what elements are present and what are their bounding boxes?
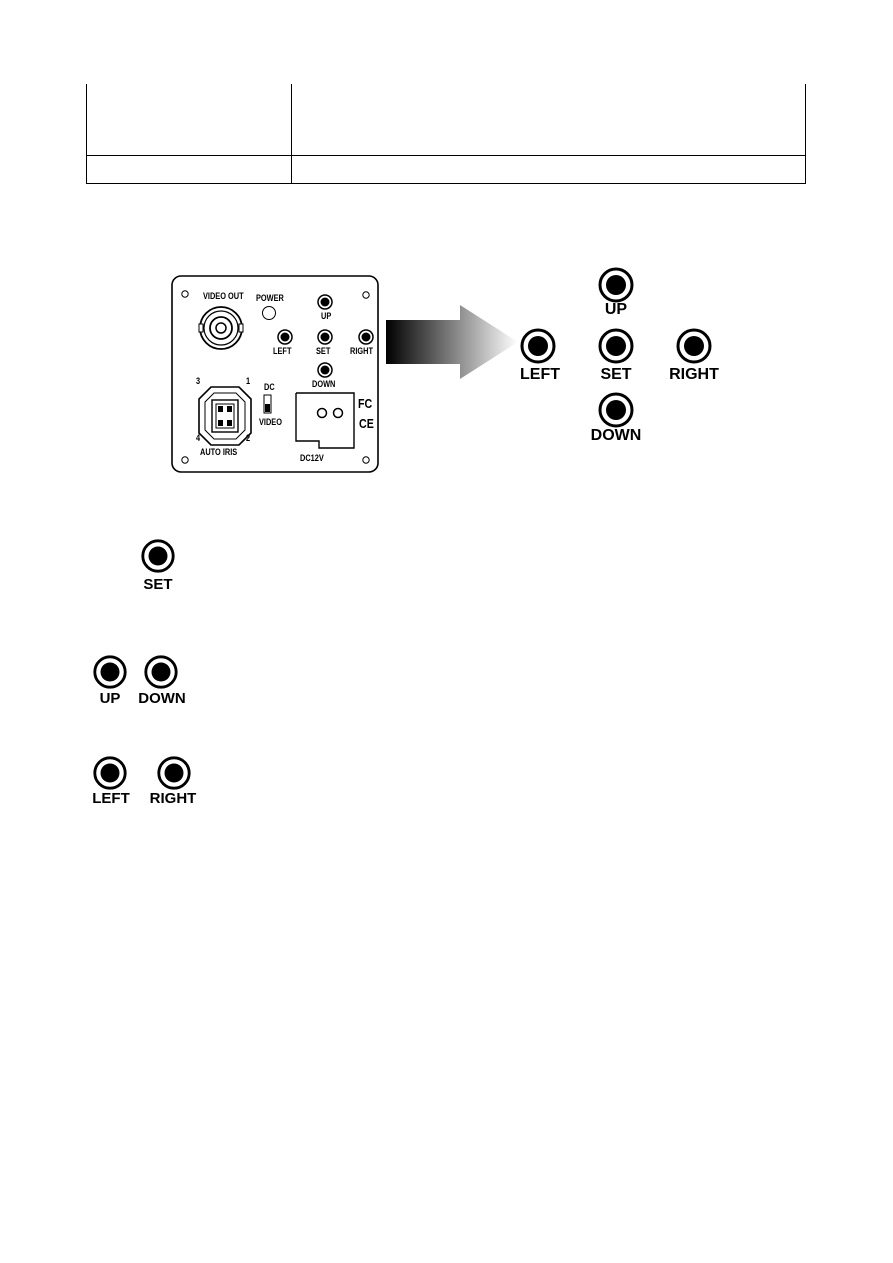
panel-up-button-icon — [317, 294, 333, 310]
legend-set-icon — [141, 539, 175, 573]
legend-up-icon — [93, 655, 127, 689]
legend-down-icon — [144, 655, 178, 689]
down-button-icon — [598, 392, 634, 428]
up-button-label: UP — [604, 301, 628, 318]
right-button-icon — [676, 328, 712, 364]
spec-table — [86, 84, 806, 184]
down-button-label: DOWN — [590, 427, 642, 444]
panel-left-button-icon — [277, 329, 293, 345]
panel-down-label: DOWN — [312, 379, 336, 389]
left-button-label: LEFT — [520, 366, 560, 383]
panel-right-button-icon — [358, 329, 374, 345]
set-button-label: SET — [600, 366, 632, 383]
video-switch-label: VIDEO — [259, 417, 282, 427]
legend-left-label: LEFT — [92, 790, 130, 807]
left-button-icon — [520, 328, 556, 364]
iris-pin-2-label: 2 — [246, 433, 251, 443]
ce-mark: CE — [359, 416, 374, 431]
set-button-icon — [598, 328, 634, 364]
panel-down-button-icon — [317, 362, 333, 378]
right-button-label: RIGHT — [669, 366, 719, 383]
camera-panel-drawing — [171, 275, 379, 473]
table-column-divider — [291, 84, 292, 184]
fcc-mark: FC — [358, 396, 373, 411]
table-row-divider — [86, 155, 806, 156]
iris-pin-1-label: 1 — [246, 376, 251, 386]
iris-pin-4-label: 4 — [196, 433, 201, 443]
panel-right-label: RIGHT — [350, 346, 373, 356]
panel-set-label: SET — [316, 346, 331, 356]
table-border — [86, 84, 806, 184]
up-button-icon — [598, 267, 634, 303]
legend-down-label: DOWN — [138, 690, 186, 707]
power-label: POWER — [256, 293, 284, 303]
dc-switch-label: DC — [264, 382, 275, 392]
arrow-icon — [386, 305, 518, 379]
video-out-label: VIDEO OUT — [203, 291, 244, 301]
panel-left-label: LEFT — [273, 346, 292, 356]
panel-set-button-icon — [317, 329, 333, 345]
iris-pin-3-label: 3 — [196, 376, 201, 386]
legend-left-icon — [93, 756, 127, 790]
auto-iris-label: AUTO IRIS — [200, 447, 238, 457]
legend-right-label: RIGHT — [149, 790, 197, 807]
dc12v-label: DC12V — [300, 453, 324, 463]
legend-right-icon — [157, 756, 191, 790]
legend-up-label: UP — [99, 690, 121, 707]
camera-rear-panel: VIDEO OUT POWER UP LEFT SET RIGHT DOWN 3… — [171, 275, 379, 473]
legend-set-label: SET — [143, 576, 173, 593]
panel-up-label: UP — [321, 311, 332, 321]
